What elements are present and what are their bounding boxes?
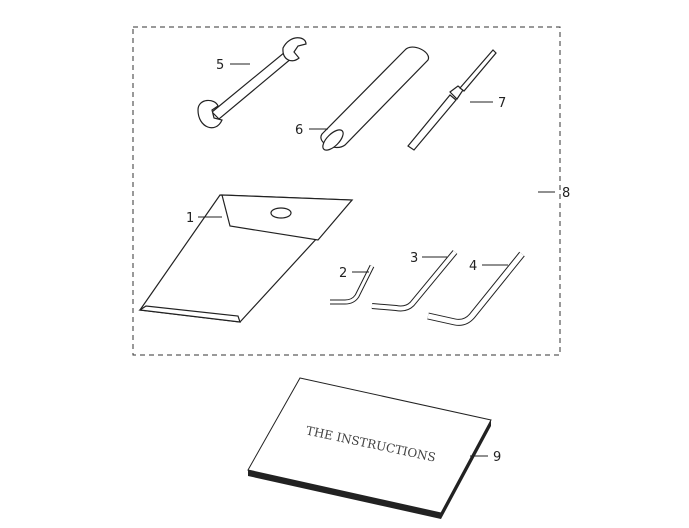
wrench-icon [197, 37, 307, 129]
callout-3: 3 [410, 251, 418, 266]
hex-key-large-icon [427, 251, 525, 326]
callout-5: 5 [216, 58, 224, 73]
instruction-manual-icon: THE INSTRUCTIONS [247, 377, 492, 519]
pouch-icon [138, 194, 354, 323]
callout-2: 2 [339, 266, 347, 281]
tool-sleeve-icon [320, 46, 430, 151]
hex-key-medium-icon [371, 250, 458, 312]
callout-4: 4 [469, 259, 477, 274]
callout-8: 8 [562, 186, 570, 201]
callout-6: 6 [295, 123, 303, 138]
tool-kit-boundary [132, 26, 561, 356]
callout-1: 1 [186, 211, 194, 226]
screwdriver-icon [407, 49, 497, 151]
hex-key-small-icon [330, 264, 375, 305]
callout-7: 7 [498, 96, 506, 111]
callout-9: 9 [493, 450, 501, 465]
